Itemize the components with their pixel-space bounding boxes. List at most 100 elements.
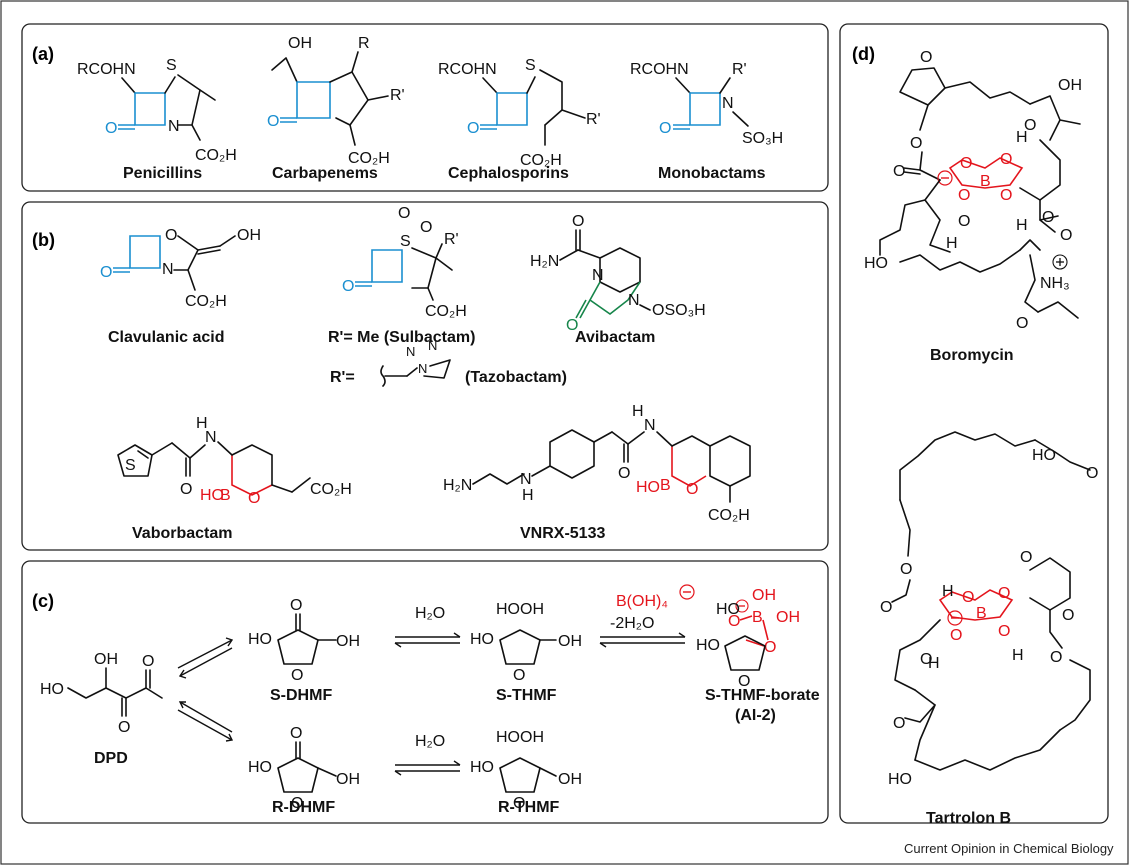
boromycin-o3: O — [958, 187, 970, 204]
vaborbactam-n: N — [205, 429, 217, 446]
s-thmf-oh2: OH — [558, 633, 582, 650]
panel-a-box — [21, 23, 829, 192]
equilibrium-arrow-2 — [394, 760, 461, 776]
tartrolon-o1: O — [962, 589, 974, 606]
carbapenem-rprime: R' — [390, 87, 405, 104]
tartrolon-b: B — [976, 605, 987, 622]
r-thmf-name: R-THMF — [498, 799, 560, 816]
tartrolon-h3: H — [928, 655, 940, 672]
clavulanic-acid-structure: O N O OH CO₂H — [100, 227, 261, 310]
penicillin-co2h: CO₂H — [195, 147, 237, 164]
boromycin-o-terminal: O — [1016, 315, 1028, 332]
vaborbactam-structure: S O H N B O HO CO₂H — [117, 415, 352, 507]
panel-a-label: (a) — [32, 44, 54, 64]
tartrolon-o4: O — [998, 623, 1010, 640]
clavulanic-o-ring: O — [165, 227, 177, 244]
dpd-equilibrium-arrows — [177, 637, 234, 742]
carbapenems-name: Carbapenems — [272, 165, 378, 182]
r-thmf-ho2: HO — [470, 759, 494, 776]
tazobactam-n2: N — [406, 344, 415, 359]
monobactam-rprime: R' — [732, 61, 747, 78]
boromycin-o-thf: O — [920, 49, 932, 66]
dpd-o2: O — [142, 653, 154, 670]
dpd-ho: HO — [40, 681, 64, 698]
borate-ho2: HO — [696, 637, 720, 654]
sulbactam-o2: O — [420, 219, 432, 236]
cephalosporin-s: S — [525, 57, 536, 74]
r-dhmf-o-ring: O — [291, 795, 303, 812]
sulbactam-s: S — [400, 233, 411, 250]
clavulanic-oh: OH — [237, 227, 261, 244]
r-thmf-ho1: HO — [496, 729, 520, 746]
penicillin-o: O — [105, 120, 117, 137]
r-thmf-oh2: OH — [558, 771, 582, 788]
panel-b-box — [21, 201, 829, 551]
s-thmf-oh1: OH — [520, 601, 544, 618]
journal-credit: Current Opinion in Chemical Biology — [904, 841, 1114, 856]
sulbactam-name: R'= Me (Sulbactam) — [328, 329, 475, 346]
boromycin-o2: O — [1000, 151, 1012, 168]
tazobactam-n3: N — [428, 338, 437, 353]
boromycin-b: B — [980, 173, 991, 190]
s-dhmf-structure: O O HO OH — [248, 597, 360, 684]
r-dhmf-structure: O O HO OH — [248, 725, 360, 812]
boromycin-o-ester2: O — [1042, 209, 1054, 226]
r-dhmf-name: R-DHMF — [272, 799, 335, 816]
penicillins-name: Penicillins — [123, 165, 202, 182]
tazobactam-name: (Tazobactam) — [465, 369, 567, 386]
monobactam-so3h: SO₃H — [742, 130, 783, 147]
clavulanic-acid-name: Clavulanic acid — [108, 329, 225, 346]
monobactam-structure: RCOHN R' O N SO₃H — [630, 61, 783, 147]
s-dhmf-name: S-DHMF — [270, 687, 332, 704]
boromycin-name: Boromycin — [930, 347, 1014, 364]
tartrolon-h1: H — [942, 583, 954, 600]
tazobactam-structure: R'= N N N (Tazobactam) — [330, 338, 567, 387]
sulbactam-rprime: R' — [444, 231, 459, 248]
avibactam-structure: O H₂N O N N OSO₃H — [530, 213, 706, 334]
borate-b: B — [752, 609, 763, 626]
vaborbactam-o-amide: O — [180, 481, 192, 498]
s-dhmf-ho: HO — [248, 631, 272, 648]
boromycin-oh: OH — [1058, 77, 1082, 94]
boromycin-h3: H — [1016, 217, 1028, 234]
boromycin-o-pyran2: O — [958, 213, 970, 230]
tartrolon-o-carbonyl2: O — [1062, 607, 1074, 624]
s-thmf-borate-name: S-THMF-borate — [705, 687, 820, 704]
s-thmf-ho2: HO — [470, 631, 494, 648]
borate-ho: HO — [716, 601, 740, 618]
tartrolon-o3: O — [950, 627, 962, 644]
tartrolon-o-pyran2: O — [920, 651, 932, 668]
avibactam-oso3h: OSO₃H — [652, 302, 706, 319]
avibactam-n1: N — [592, 267, 604, 284]
tartrolon-ho2: HO — [888, 771, 912, 788]
borate-o1: O — [728, 613, 740, 630]
boromycin-ho: HO — [864, 255, 888, 272]
tartrolon-o-keto2: O — [893, 715, 905, 732]
borate-oh1: OH — [752, 587, 776, 604]
vaborbactam-h: H — [196, 415, 208, 432]
avibactam-o-urea: O — [566, 317, 578, 334]
s-thmf-borate-structure: OH OH B O O HO O HO — [696, 587, 800, 690]
s-thmf-o-ring: O — [513, 667, 525, 684]
vnrx-b: B — [660, 477, 671, 494]
vnrx-5133-name: VNRX-5133 — [520, 525, 605, 542]
equilibrium-arrow-borate — [599, 632, 686, 648]
panel-c-box — [21, 560, 829, 824]
borate-label: B(OH)₄ — [616, 593, 668, 610]
r-thmf-structure: HO OH O HO OH — [470, 729, 582, 812]
carbapenem-oh: OH — [288, 35, 312, 52]
vnrx-h: H — [632, 403, 644, 420]
tazobactam-prefix: R'= — [330, 369, 355, 386]
avibactam-h2n: H₂N — [530, 253, 559, 270]
vaborbactam-b: B — [220, 487, 231, 504]
penicillin-rcohn: RCOHN — [77, 61, 136, 78]
carbapenem-structure: OH O R R' CO₂H — [267, 35, 405, 167]
boromycin-o4: O — [1000, 187, 1012, 204]
cephalosporin-o: O — [467, 120, 479, 137]
penicillin-structure: RCOHN S O N CO₂H — [77, 57, 237, 164]
tartrolon-o-pyran1: O — [1020, 549, 1032, 566]
vnrx-o-amide: O — [618, 465, 630, 482]
ai-2-name: (AI-2) — [735, 707, 776, 724]
s-dhmf-oh: OH — [336, 633, 360, 650]
vaborbactam-o-ring: O — [248, 490, 260, 507]
